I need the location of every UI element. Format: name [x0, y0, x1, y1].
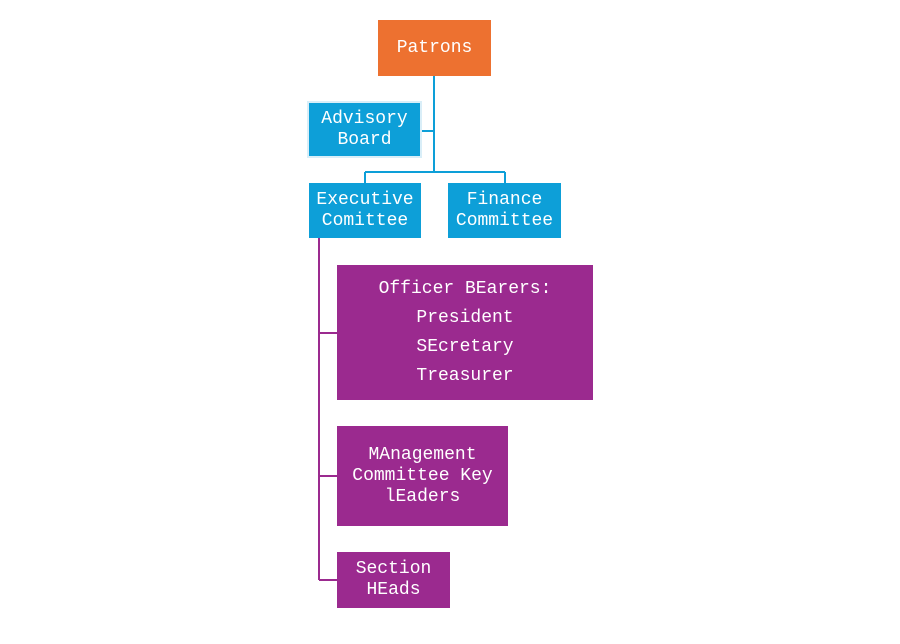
- officer-bearers-label-line-3: SEcretary: [416, 336, 514, 357]
- advisory-board-label-line-2: Board: [337, 129, 392, 150]
- management-committee-label-line-1: MAnagement: [368, 444, 477, 465]
- officer-bearers-label-line-1: Officer BEarers:: [378, 278, 552, 299]
- patrons-box: Patrons: [378, 20, 491, 76]
- management-committee-label-line-2: Committee Key: [352, 465, 493, 486]
- executive-comittee-box: Executive Comittee: [309, 183, 421, 238]
- finance-committee-label-line-2: Committee: [455, 210, 554, 231]
- section-heads-label-line-1: Section: [355, 559, 432, 579]
- section-heads-box: Section HEads: [337, 552, 450, 608]
- executive-comittee-label-line-2: Comittee: [321, 210, 409, 231]
- finance-committee-label-line-1: Finance: [466, 189, 543, 210]
- officer-bearers-label-line-4: Treasurer: [416, 365, 514, 386]
- finance-committee-box: Finance Committee: [448, 183, 561, 238]
- blue-connectors: [364, 75, 506, 184]
- purple-connectors: [318, 238, 338, 581]
- patrons-label: Patrons: [396, 37, 473, 58]
- advisory-board-box: Advisory Board: [307, 101, 422, 158]
- executive-comittee-label-line-1: Executive: [316, 189, 414, 210]
- management-committee-box: MAnagement Committee Key lEaders: [337, 426, 508, 526]
- advisory-board-label-line-1: Advisory: [321, 108, 408, 129]
- officer-bearers-label-line-2: President: [416, 307, 514, 328]
- management-committee-label-line-3: lEaders: [384, 486, 461, 507]
- officer-bearers-box: Officer BEarers: President SEcretary Tre…: [337, 265, 593, 400]
- section-heads-label-line-2: HEads: [366, 580, 421, 600]
